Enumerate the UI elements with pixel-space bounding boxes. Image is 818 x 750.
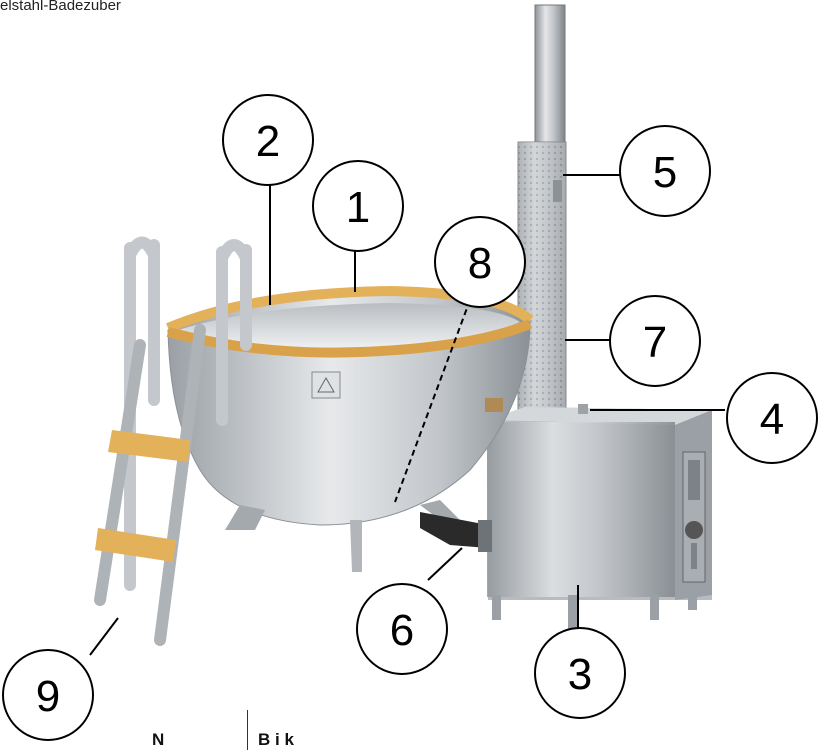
callout-number: 2 (256, 117, 280, 166)
table-divider (247, 710, 248, 750)
callout-number: 9 (36, 672, 60, 721)
callout-number: 1 (346, 183, 370, 232)
callout-number: 8 (468, 239, 492, 288)
callout-number: 3 (568, 650, 592, 699)
table-header-number: N (152, 730, 164, 750)
callout-number: 6 (390, 606, 414, 655)
callout-number: 4 (760, 395, 784, 444)
callout-number: 5 (653, 148, 677, 197)
callout-number: 7 (643, 318, 667, 367)
chimney-pipe (535, 5, 565, 145)
chimney-collar (578, 404, 588, 414)
table-header-description: B i k (258, 730, 294, 750)
